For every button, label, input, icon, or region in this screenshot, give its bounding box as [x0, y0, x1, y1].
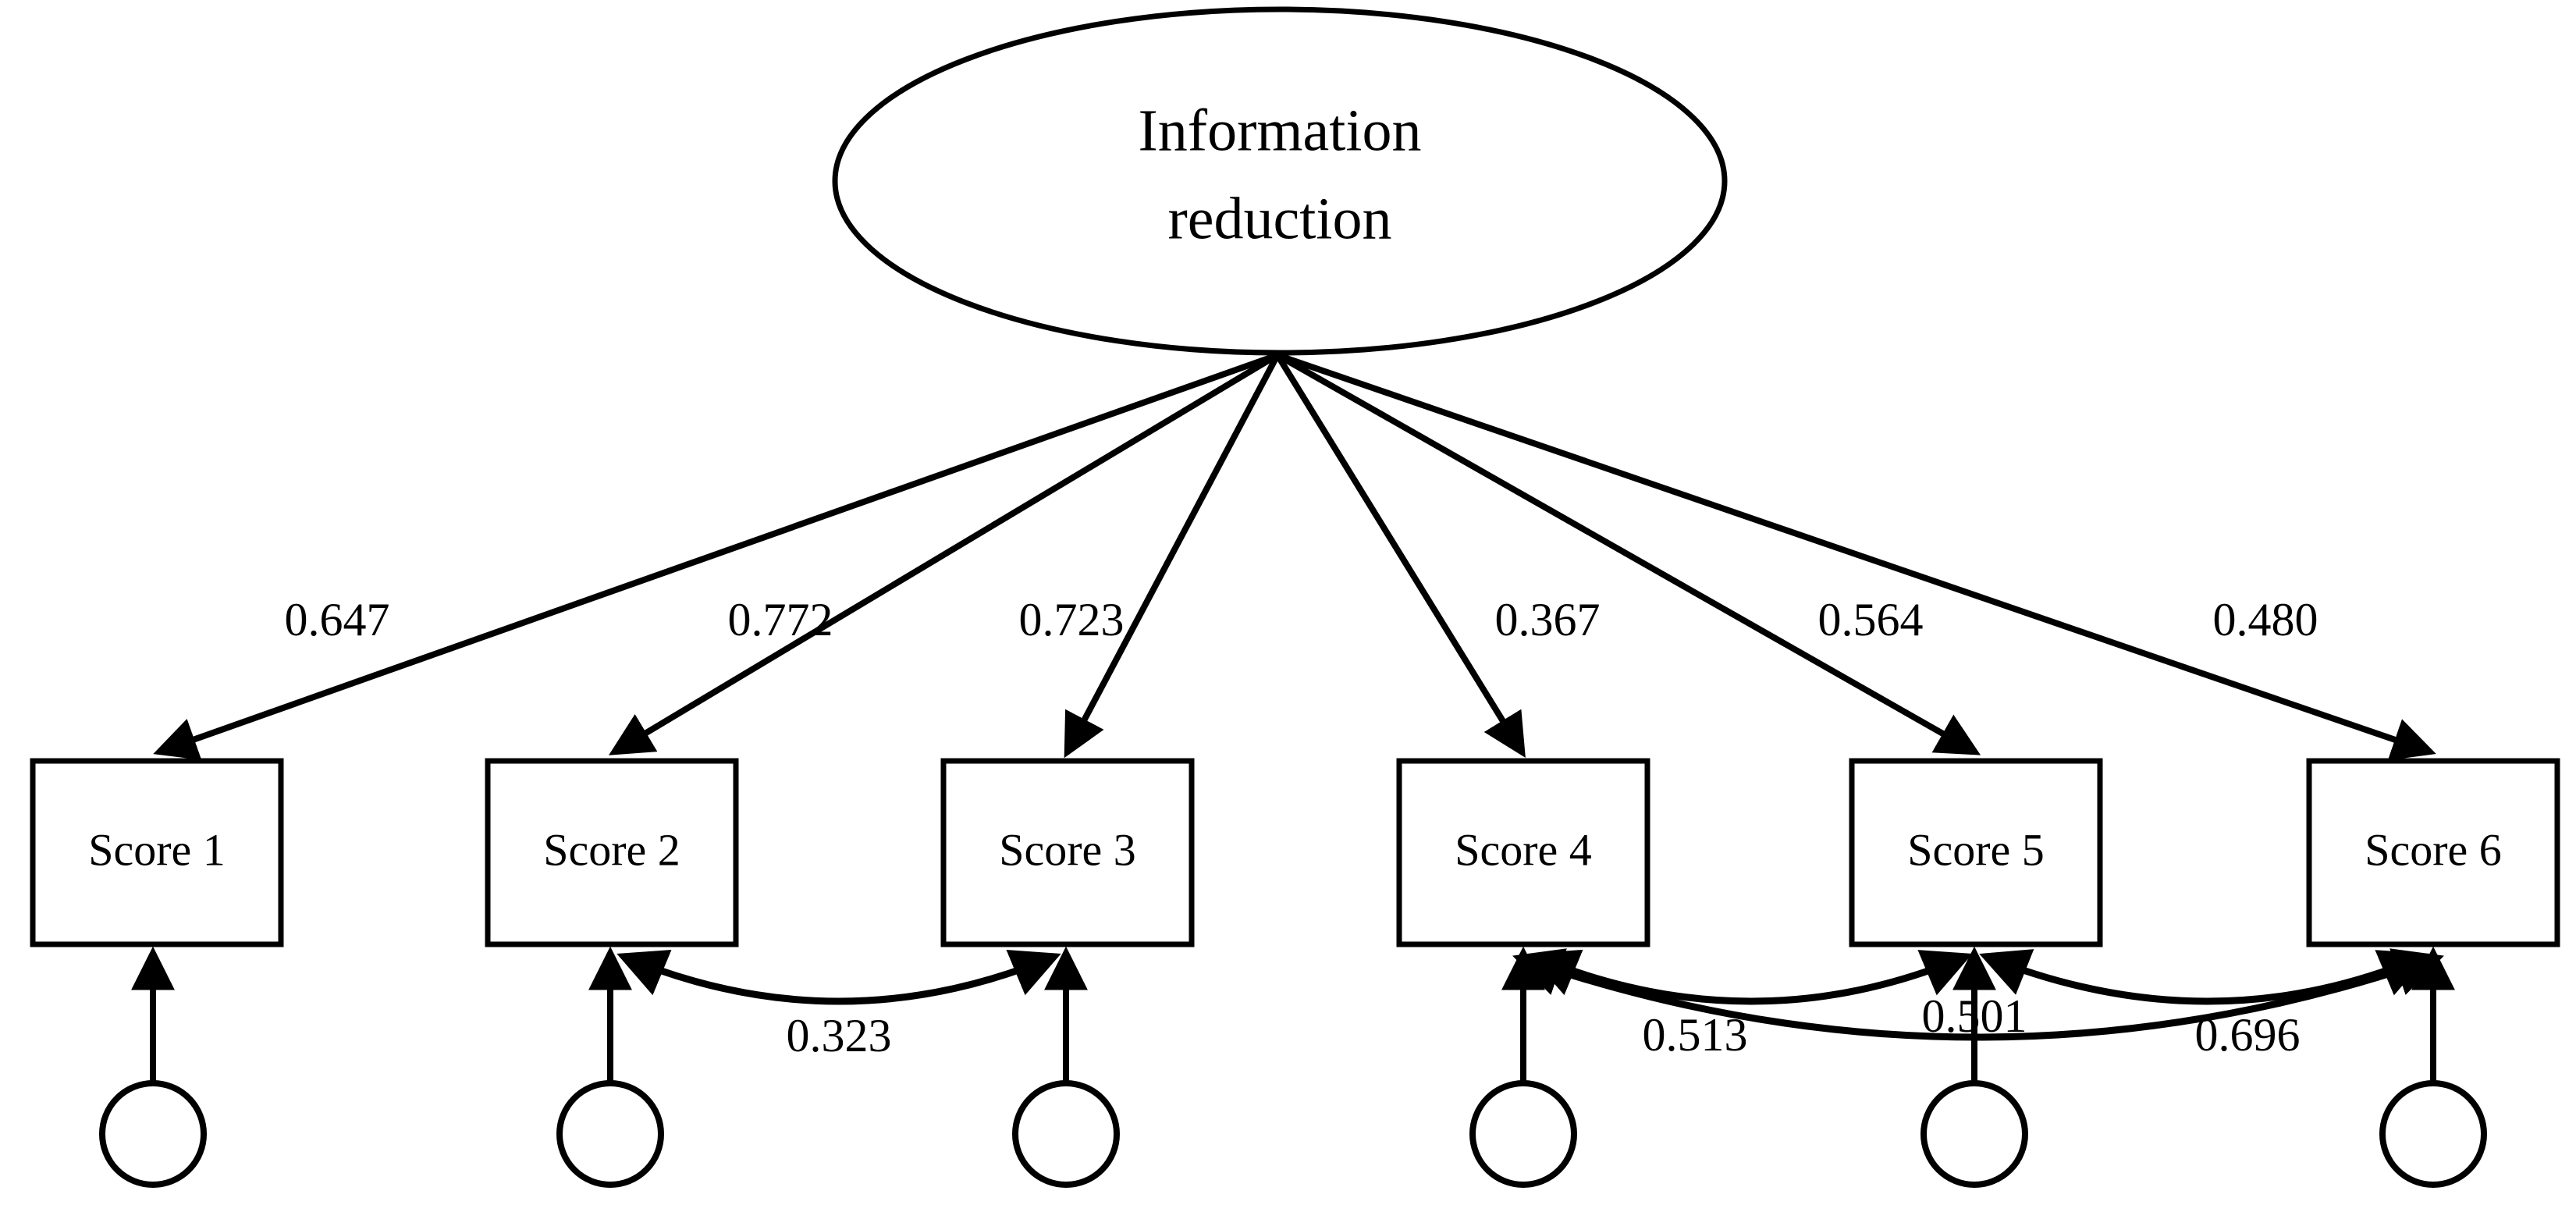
residual-circle-score-2: [556, 1080, 664, 1188]
loading-labels-group: 0.647 0.772 0.723 0.367 0.564 0.480: [285, 594, 2318, 645]
residual-arrows-group: [131, 946, 2455, 1083]
indicator-box-score-3: [940, 758, 1195, 947]
correlation-curve-score5-score6: [1979, 949, 2430, 1005]
loading-arrow-score-1: [153, 352, 1279, 760]
loading-arrow-score-3: [1064, 354, 1281, 759]
latent-factor-node: Information reduction: [832, 6, 1728, 356]
loading-label-score-4: 0.367: [1495, 594, 1601, 645]
residual-circle-score-4: [1469, 1080, 1577, 1188]
indicator-node-score-1: Score 1: [30, 758, 284, 947]
correlation-curves-group: [616, 948, 2444, 1041]
correlation-label-score4-score6: 0.513: [1643, 1009, 1748, 1061]
correlation-label-score2-score3: 0.323: [787, 1010, 892, 1061]
indicator-node-score-4: Score 4: [1396, 758, 1650, 947]
latent-factor-ellipse: [832, 6, 1728, 356]
loading-label-score-2: 0.772: [728, 594, 833, 645]
indicator-box-score-2: [485, 758, 739, 947]
indicator-node-score-2: Score 2: [485, 758, 739, 947]
residual-circle-score-1: [99, 1080, 207, 1188]
indicator-label-score-5: Score 5: [1907, 824, 2045, 875]
indicator-box-score-4: [1396, 758, 1650, 947]
indicator-label-score-6: Score 6: [2365, 824, 2502, 875]
indicator-label-score-4: Score 4: [1455, 824, 1592, 875]
correlation-label-score5-score6: 0.696: [2195, 1009, 2301, 1061]
loading-label-score-1: 0.647: [285, 594, 390, 645]
indicator-label-score-3: Score 3: [999, 824, 1136, 875]
loading-arrow-score-2: [608, 352, 1280, 755]
residual-circle-score-5: [1920, 1080, 2028, 1188]
loading-label-score-5: 0.564: [1818, 594, 1924, 645]
latent-factor-label-line-1: Information: [1138, 98, 1421, 163]
residual-circle-score-3: [1012, 1080, 1120, 1188]
indicator-node-score-6: Score 6: [2306, 758, 2560, 947]
residual-circles-group: [99, 1080, 2487, 1188]
correlation-curve-score4-score6: [1512, 948, 2444, 1041]
latent-factor-label-line-2: reduction: [1167, 186, 1391, 251]
loading-label-score-3: 0.723: [1019, 594, 1125, 645]
correlation-curve-score4-score5: [1528, 949, 1973, 1005]
correlation-curve-score2-score3: [616, 949, 1061, 1005]
loading-arrows-group: [153, 352, 2436, 761]
indicator-box-score-6: [2306, 758, 2560, 947]
residual-circle-score-6: [2379, 1080, 2487, 1188]
loading-arrow-score-5: [1276, 352, 1981, 755]
loading-label-score-6: 0.480: [2213, 594, 2318, 645]
indicator-node-score-3: Score 3: [940, 758, 1195, 947]
indicator-node-score-5: Score 5: [1849, 758, 2103, 947]
correlation-labels-group: 0.323 0.513 0.501 0.696: [787, 990, 2301, 1061]
indicator-boxes-group: Score 1 Score 2 Score 3 Score 4 Score 5 …: [30, 758, 2560, 947]
indicator-label-score-1: Score 1: [88, 824, 226, 875]
indicator-box-score-5: [1849, 758, 2103, 947]
loading-arrow-score-6: [1276, 352, 2436, 761]
indicator-label-score-2: Score 2: [543, 824, 680, 875]
correlation-label-score4-score5: 0.501: [1922, 990, 2027, 1042]
loading-arrow-score-4: [1274, 353, 1526, 758]
indicator-box-score-1: [30, 758, 284, 947]
